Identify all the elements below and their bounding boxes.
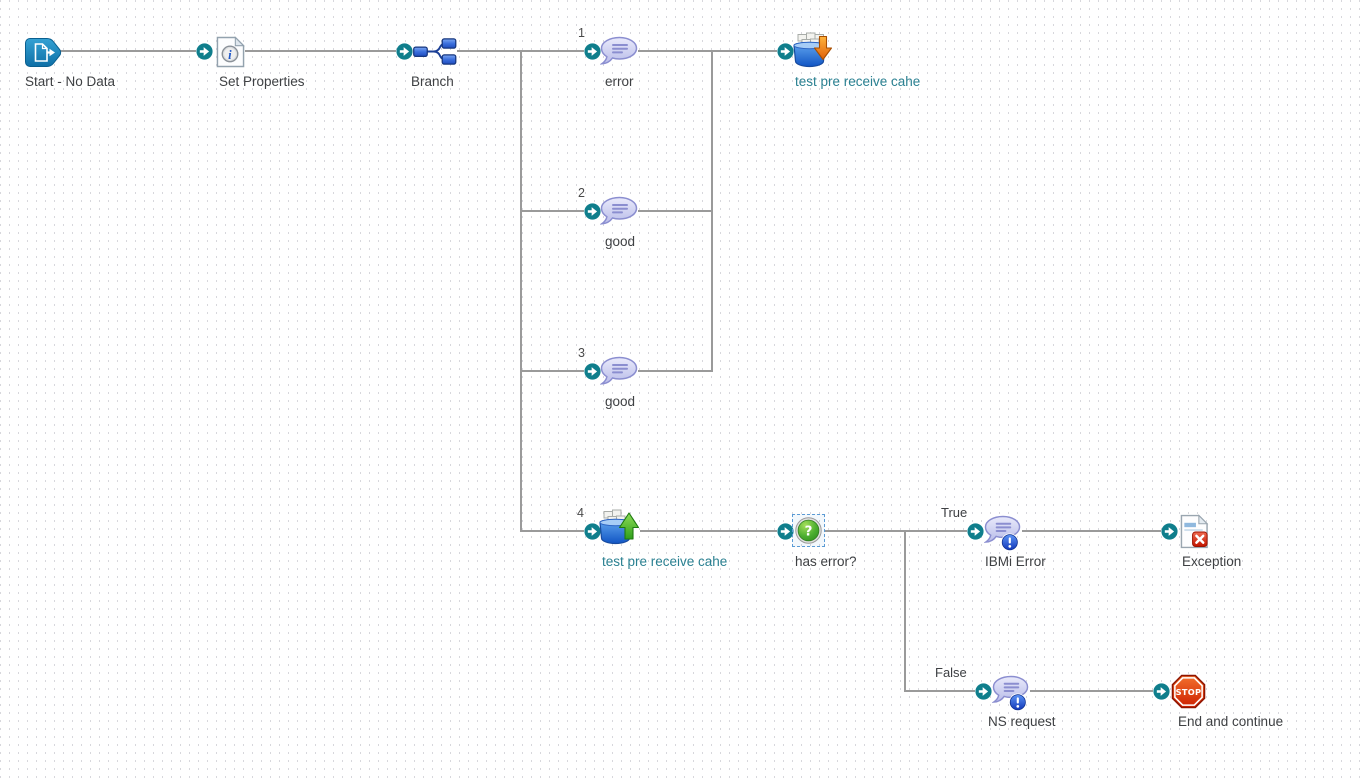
stop-icon: STOP: [1171, 674, 1206, 709]
merge-line: [711, 50, 713, 372]
start-icon: [25, 38, 62, 67]
connection-line: [638, 370, 713, 372]
connector-arrow-icon[interactable]: [584, 523, 601, 540]
connector-arrow-icon[interactable]: [777, 43, 794, 60]
notify-icon: [992, 675, 1029, 712]
step-label: test pre receive cahe: [602, 554, 728, 569]
step-label: error: [605, 74, 634, 89]
add-to-cache-icon: [793, 32, 833, 68]
connection-line: [1022, 530, 1161, 532]
branch-number-3: 3: [578, 346, 585, 360]
info-glyph: i: [228, 48, 232, 62]
step-label: Set Properties: [219, 74, 305, 89]
connection-line: [904, 690, 975, 692]
message-icon: [600, 36, 638, 65]
connection-line: [638, 210, 713, 212]
message-icon: [600, 356, 638, 385]
connector-arrow-icon[interactable]: [584, 43, 601, 60]
connector-arrow-icon[interactable]: [396, 43, 413, 60]
branch-number-2: 2: [578, 186, 585, 200]
step-label: good: [605, 394, 636, 409]
step-label: Start - No Data: [25, 74, 116, 89]
connection-line: [520, 370, 584, 372]
route-label-true: True: [941, 505, 968, 520]
step-label: test pre receive cahe: [795, 74, 921, 89]
connector-arrow-icon[interactable]: [584, 363, 601, 380]
route-label-false: False: [935, 665, 967, 680]
connector-arrow-icon[interactable]: [967, 523, 984, 540]
connection-line: [245, 50, 396, 52]
retrieve-from-cache-icon: [599, 509, 640, 545]
step-label: IBMi Error: [985, 554, 1046, 569]
connection-line: [1030, 690, 1153, 692]
connector-arrow-icon[interactable]: [975, 683, 992, 700]
decision-trunk-line: [904, 530, 906, 692]
connection-line: [520, 530, 584, 532]
message-icon: [600, 196, 638, 225]
exception-icon: [1180, 514, 1209, 549]
connector-arrow-icon[interactable]: [777, 523, 794, 540]
question-glyph: ?: [805, 524, 813, 540]
branch-number-4: 4: [577, 506, 584, 520]
stop-glyph: STOP: [1176, 687, 1202, 697]
decision-icon: ?: [795, 517, 822, 544]
step-label: has error?: [795, 554, 857, 569]
branch-icon: [413, 38, 457, 65]
document-info-icon: i: [216, 36, 245, 68]
connector-arrow-icon[interactable]: [584, 203, 601, 220]
step-label: Exception: [1182, 554, 1242, 569]
notify-icon: [984, 515, 1021, 552]
branch-trunk-line: [520, 50, 522, 532]
step-label: Branch: [411, 74, 454, 89]
connection-line: [638, 50, 777, 52]
connection-line: [60, 50, 196, 52]
connector-arrow-icon[interactable]: [196, 43, 213, 60]
connector-arrow-icon[interactable]: [1161, 523, 1178, 540]
connection-line: [520, 210, 584, 212]
connection-line: [640, 530, 777, 532]
connector-arrow-icon[interactable]: [1153, 683, 1170, 700]
step-label: NS request: [988, 714, 1056, 729]
step-label: good: [605, 234, 636, 249]
selection-box: ?: [792, 514, 825, 547]
connection-line: [825, 530, 967, 532]
step-label: End and continue: [1178, 714, 1284, 729]
branch-number-1: 1: [578, 26, 585, 40]
